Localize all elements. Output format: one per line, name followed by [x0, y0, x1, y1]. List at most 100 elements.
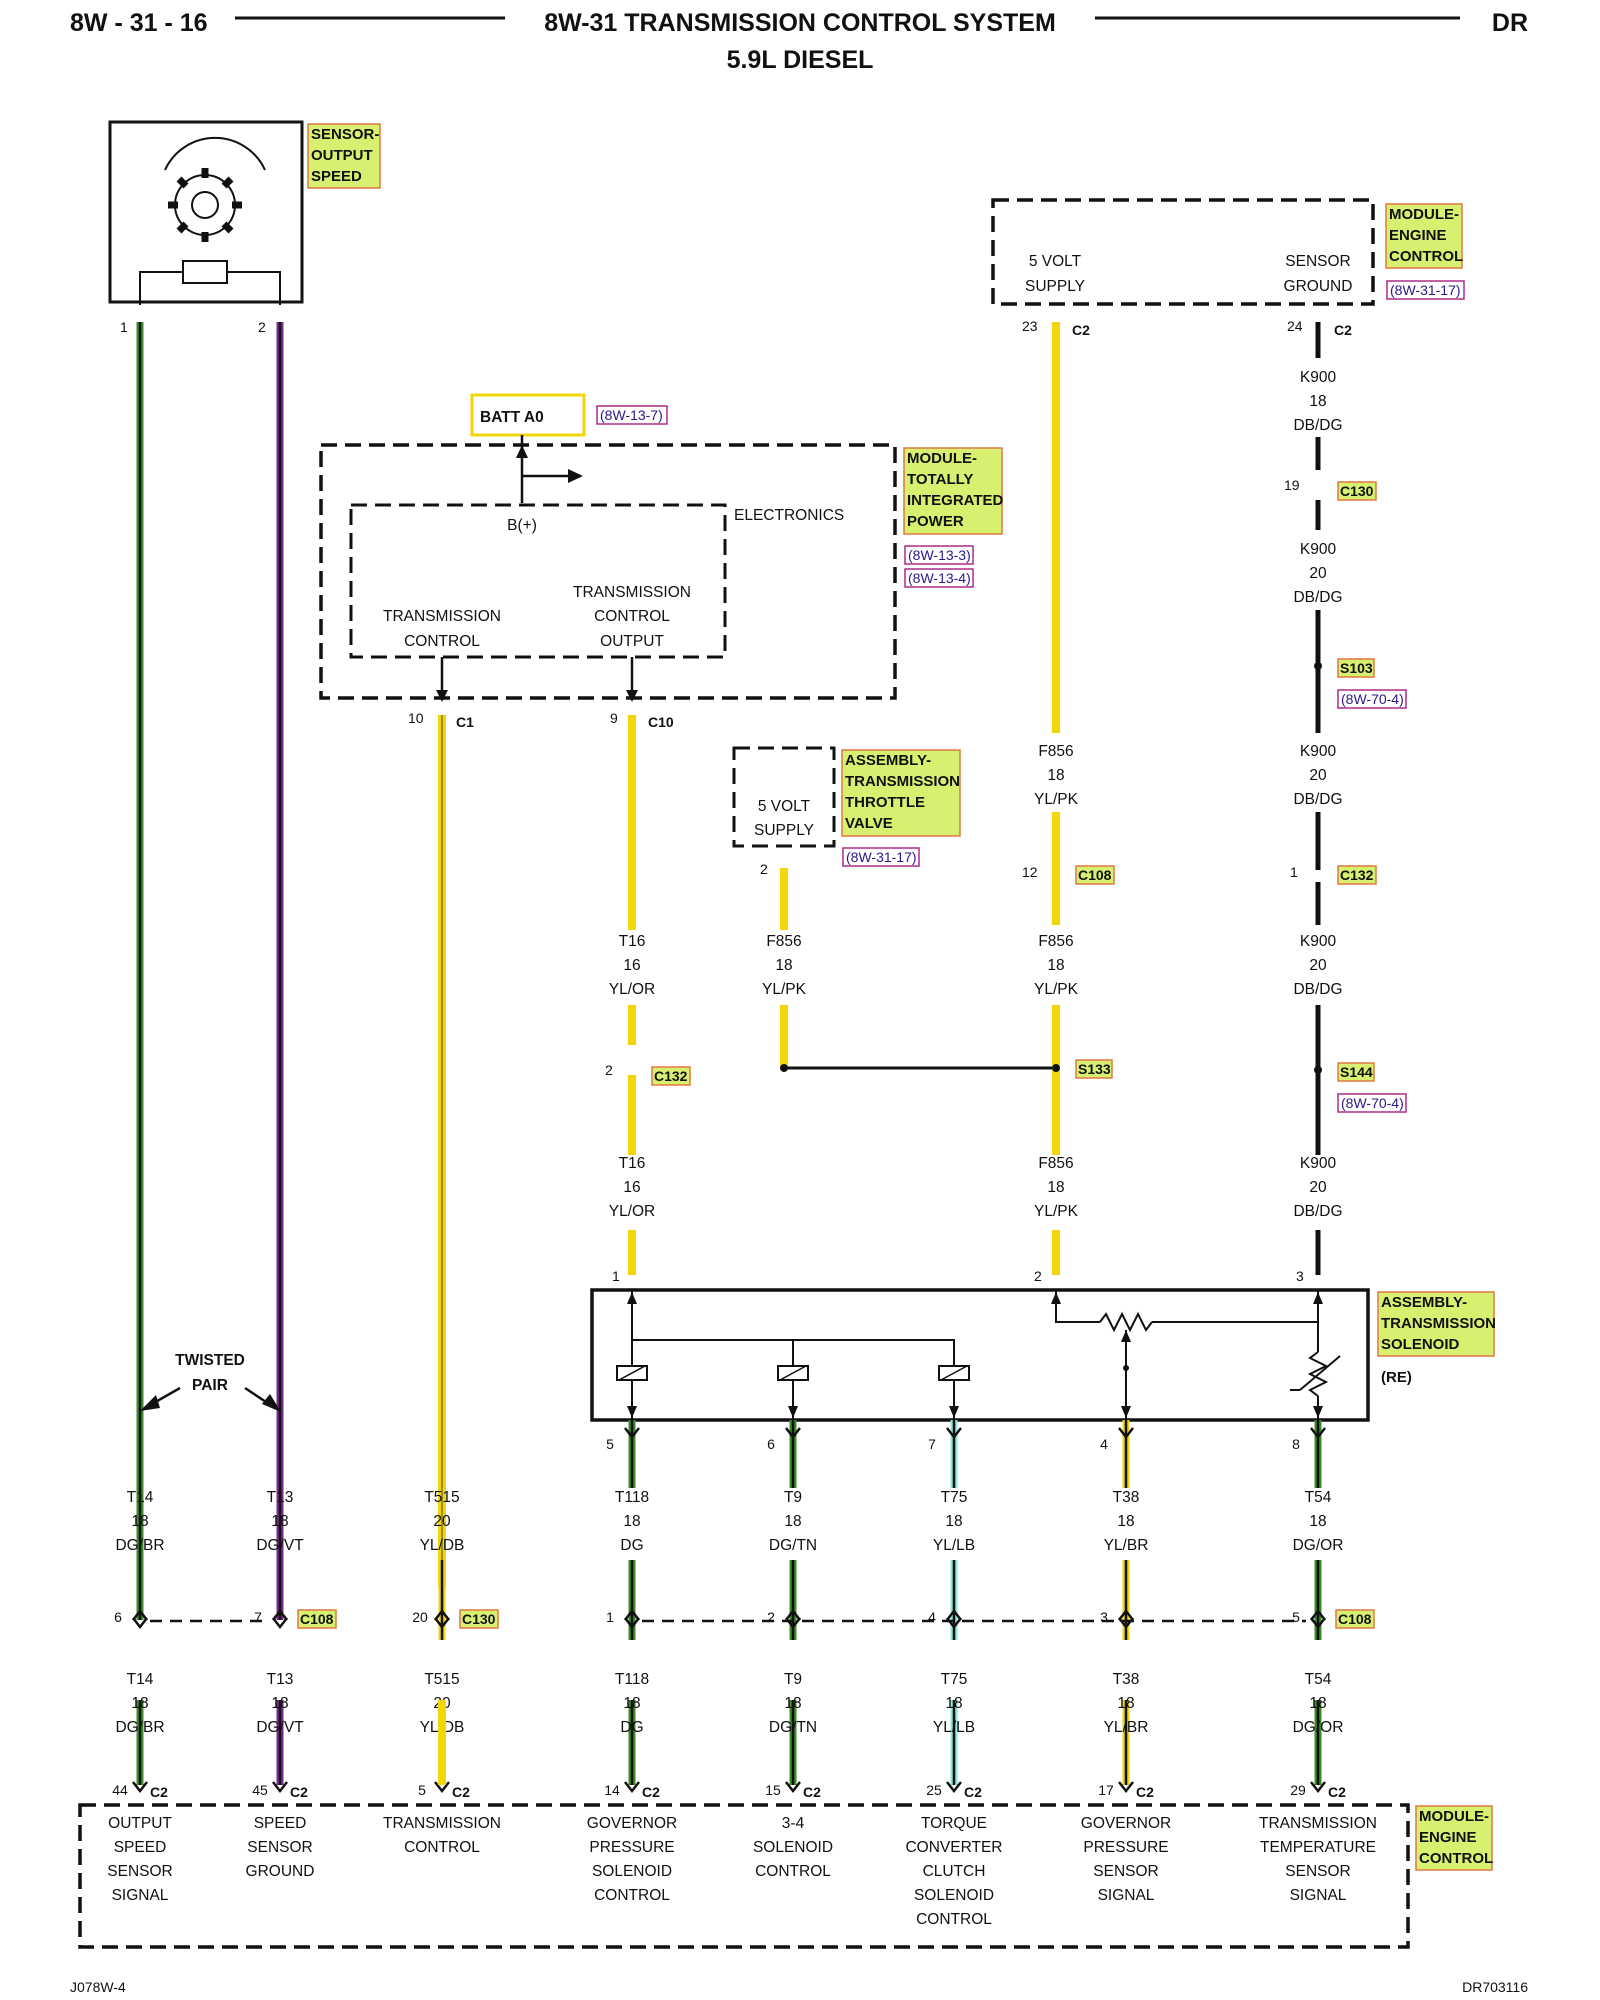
svg-text:S103: S103: [1340, 660, 1373, 676]
wire-circuit-label: T515: [424, 1489, 459, 1506]
solenoid-out-pin: 8: [1292, 1436, 1300, 1452]
c130-pin-19: 19: [1284, 477, 1300, 493]
svg-text:5 VOLT: 5 VOLT: [1029, 253, 1082, 270]
svg-text:DB/DG: DB/DG: [1293, 589, 1342, 606]
svg-text:CONTROL: CONTROL: [1419, 1850, 1493, 1867]
svg-text:C130: C130: [1340, 483, 1374, 499]
svg-text:SUPPLY: SUPPLY: [754, 822, 814, 839]
model-code: DR: [1492, 9, 1528, 37]
wire-label-t16-b: T16 16 YL/OR: [609, 1155, 656, 1220]
wire-label-t16-a: T16 16 YL/OR: [609, 933, 656, 998]
solenoid-assembly: [590, 1288, 1370, 1422]
connector-chevron: [272, 1608, 288, 1621]
solenoid-coil-icon: [938, 1365, 970, 1381]
ecm-pin-number: 45: [252, 1782, 268, 1798]
connector-c2-24: C2: [1334, 322, 1352, 338]
wire-gauge-label: 18: [1309, 1695, 1326, 1712]
svg-text:VALVE: VALVE: [845, 815, 893, 832]
connector-chevron: [946, 1427, 962, 1440]
ecm-function-label: SOLENOID: [592, 1863, 672, 1880]
ecm-pin-number: 5: [418, 1782, 426, 1798]
ecm-function-label: 3-4: [782, 1815, 805, 1832]
tipm-name-tag: MODULE- TOTALLY INTEGRATED POWER (8W-13-…: [903, 447, 1004, 588]
svg-text:CONTROL: CONTROL: [1389, 248, 1463, 265]
svg-text:YL/OR: YL/OR: [609, 1203, 656, 1220]
wire-label-f856-a: F856 18 YL/PK: [1034, 743, 1079, 808]
connector-pin-number: 2: [767, 1609, 775, 1625]
wire-color-label: DG/OR: [1293, 1537, 1344, 1554]
svg-text:YL/PK: YL/PK: [762, 981, 807, 998]
ecm-pin-23: 23: [1022, 318, 1038, 334]
svg-text:16: 16: [623, 1179, 640, 1196]
ecm-connector-c2: C2: [150, 1784, 168, 1800]
svg-text:(8W-31-17): (8W-31-17): [1390, 282, 1461, 298]
wire-circuit-label: T14: [127, 1671, 154, 1688]
wire-gauge-label: 18: [945, 1695, 962, 1712]
wire-color-label: DG: [620, 1719, 643, 1736]
svg-text:(8W-13-7): (8W-13-7): [600, 407, 663, 423]
ecm-function-label: PRESSURE: [1083, 1839, 1168, 1856]
wire-label-k900-b: K900 20 DB/DG: [1293, 541, 1342, 606]
ecm-function-label: TRANSMISSION: [1259, 1815, 1377, 1832]
wire-color-label: DG: [620, 1537, 643, 1554]
wire-circuit-label: T118: [615, 1671, 649, 1688]
footer-right-code: DR703116: [1462, 1979, 1528, 1995]
ecm-function-label: OUTPUT: [108, 1815, 172, 1832]
connector-tag: [297, 1609, 337, 1629]
wire-color-label: YL/LB: [933, 1537, 975, 1554]
svg-text:TRANSMISSION: TRANSMISSION: [845, 773, 960, 790]
wire-label-k900-a: K900 18 DB/DG: [1293, 369, 1342, 434]
connector-chevron: [1310, 1427, 1326, 1440]
connector-chevron: [434, 1617, 450, 1630]
svg-text:TRANSMISSION: TRANSMISSION: [573, 584, 691, 601]
connector-pin-number: 20: [412, 1609, 428, 1625]
tipm-box: B(+) ELECTRONICS TRANSMISSION CONTROL TR…: [319, 435, 897, 702]
wire-circuit-label: T75: [941, 1489, 968, 1506]
tv-pin-2: 2: [760, 861, 768, 877]
svg-text:DB/DG: DB/DG: [1293, 791, 1342, 808]
svg-text:16: 16: [623, 957, 640, 974]
svg-text:18: 18: [1047, 767, 1064, 784]
svg-text:OUTPUT: OUTPUT: [600, 633, 664, 650]
throttle-valve-name-tag: ASSEMBLY- TRANSMISSION THROTTLE VALVE (8…: [841, 749, 961, 867]
svg-text:MODULE-: MODULE-: [1389, 206, 1459, 223]
tipm-pin-9: 9: [610, 710, 618, 726]
svg-text:T16: T16: [619, 933, 646, 950]
connector-pin-number: 7: [254, 1609, 262, 1625]
connector-chevron: [132, 1608, 148, 1621]
svg-text:MODULE-: MODULE-: [1419, 1808, 1489, 1825]
svg-text:20: 20: [1309, 957, 1327, 974]
svg-text:ELECTRONICS: ELECTRONICS: [734, 507, 844, 524]
ecm-function-label: SENSOR: [1285, 1863, 1350, 1880]
gear-icon: [168, 168, 242, 242]
ecm-pin-24: 24: [1287, 318, 1303, 334]
wire-circuit-label: T118: [615, 1489, 649, 1506]
svg-text:SENSOR-: SENSOR-: [311, 126, 379, 143]
ecm-function-label: SOLENOID: [914, 1887, 994, 1904]
wire-circuit-label: T38: [1113, 1489, 1140, 1506]
svg-text:(RE): (RE): [1381, 1369, 1412, 1386]
ecm-pin-number: 29: [1290, 1782, 1306, 1798]
ecm-function-label: SENSOR: [107, 1863, 172, 1880]
connector-chevron: [1310, 1617, 1326, 1630]
connector-chevron: [1310, 1781, 1326, 1794]
wire-gauge-label: 18: [271, 1513, 288, 1530]
wire-gauge-label: 18: [945, 1513, 962, 1530]
connector-chevron: [785, 1781, 801, 1794]
svg-text:BATT A0: BATT A0: [480, 409, 544, 426]
svg-text:(8W-70-4): (8W-70-4): [1341, 691, 1404, 707]
svg-text:18: 18: [1309, 393, 1326, 410]
connector-chevron: [1118, 1608, 1134, 1621]
wire-label-f856-c: F856 18 YL/PK: [1034, 1155, 1079, 1220]
thermistor-icon: [1290, 1351, 1341, 1397]
ecm-pin-number: 44: [112, 1782, 128, 1798]
svg-text:K900: K900: [1300, 1155, 1337, 1172]
connector-pin-number: 3: [1100, 1609, 1108, 1625]
connector-chevron: [624, 1781, 640, 1794]
svg-text:TRANSMISSION: TRANSMISSION: [1381, 1315, 1496, 1332]
connector-chevron: [785, 1608, 801, 1621]
wire-color-label: YL/LB: [933, 1719, 975, 1736]
ecm-connector-c2: C2: [452, 1784, 470, 1800]
connector-pin-number: 1: [606, 1609, 614, 1625]
